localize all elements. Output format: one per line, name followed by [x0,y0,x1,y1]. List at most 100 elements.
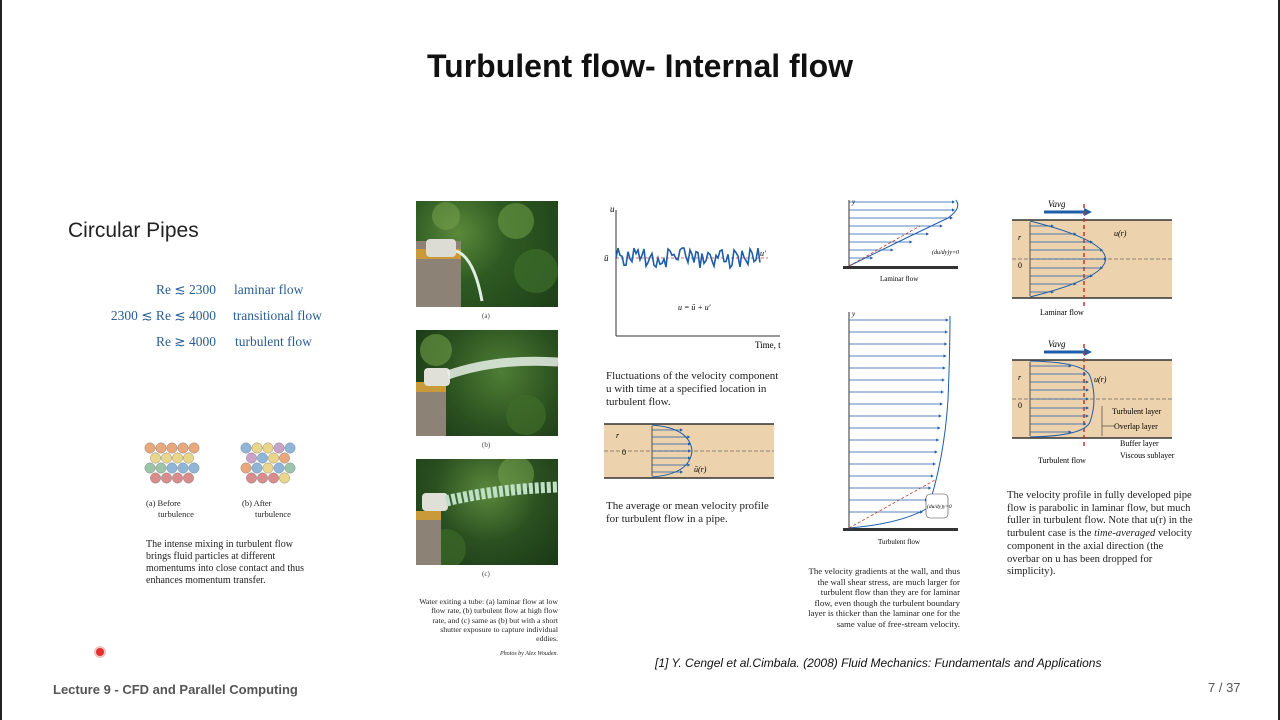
re-condition-transitional: 2300 ≲ Re ≲ 4000 [110,308,216,323]
particle [188,442,200,454]
arrowhead [1089,240,1093,244]
arrowhead [1085,380,1089,384]
particle [251,442,263,454]
particle [273,462,285,474]
photo-label-b: (b) [482,441,491,449]
mean-profile-curve [651,424,693,478]
fluct-label-ubar: ū [604,253,609,263]
arrowhead [890,248,894,252]
arrowhead [952,200,955,204]
page-number: 7 / 37 [1208,680,1241,695]
particle [155,442,167,454]
arrowhead [680,470,684,474]
particle [144,462,156,474]
arrowhead [939,224,943,228]
mean-profile-caption: The average or mean velocity profile for… [606,500,769,526]
arrowhead [1086,397,1089,401]
arrowhead [936,438,940,442]
arrowhead [937,426,941,430]
layer-viscous: Viscous sublayer [1120,451,1175,460]
fluct-label-u: u [610,204,615,214]
turbulent-profile-curve [848,315,951,529]
turb-pipe-zero: 0 [1018,401,1022,410]
arrowhead [1085,388,1089,392]
turb-vavg-label: Vavg [1048,339,1066,349]
arrowhead [1068,364,1072,368]
turbulent-pipe-arrows [1030,364,1089,434]
arrowhead [939,402,943,406]
photos-caption: Water exiting a tube: (a) laminar flow a… [419,597,558,644]
arrowhead [909,240,913,244]
turb-label: Turbulent flow [878,538,921,546]
particle [161,452,172,464]
fluct-equation: u = ū + u′ [678,303,711,312]
pipe-laminar-profile: Vavg r 0 u(r) Laminar flow [1012,199,1172,317]
lam-pipe-ur-label: u(r) [1114,229,1127,238]
arrowhead [926,232,930,236]
wall-gradient-caption: The velocity gradients at the wall, and … [808,566,960,629]
lam-label: Laminar flow [880,275,919,283]
photo-turbulent-eddies [416,459,558,565]
arrowhead [870,256,874,260]
turb-pipe-label: Turbulent flow [1038,456,1086,465]
arrowhead [928,486,932,490]
pipe-turbulent-profile: Vavg r 0 u(r) Turbulent layer Overlap la… [1012,339,1175,465]
arrowhead [687,463,691,467]
layer-turbulent: Turbulent layer [1112,407,1162,416]
particle [279,472,290,484]
slide-left-border [0,0,2,720]
turb-pipe-ur-label: u(r) [1094,375,1107,384]
arrowhead [688,449,691,453]
slide-right-border [1278,0,1280,720]
arrowhead [1085,406,1089,410]
laminar-pipe-curve [1029,220,1106,298]
arrowhead [952,208,955,212]
particle [246,452,257,464]
turbulent-pipe-curve [1029,360,1095,438]
particle [183,472,194,484]
particle-mixing-figure [144,442,296,484]
mixing-label-a: (a) Before [146,498,181,508]
pipe-caption-italic: time-averaged [1094,528,1156,540]
arrowhead [944,330,948,334]
arrowhead [1089,274,1093,278]
particle [262,442,274,454]
pipe-caption-part1: The velocity profile in fully developed … [1007,490,1193,540]
particles-after [240,442,296,484]
arrowhead [687,435,691,439]
lam-pipe-r-label: r [1018,233,1022,242]
mixing-label-b2: turbulence [255,509,291,519]
re-condition-laminar: Re ≲ 2300 [155,282,216,297]
re-condition-turbulent: Re ≳ 4000 [155,334,216,349]
particle [251,462,263,474]
arrowhead [1083,422,1087,426]
slide-title: Turbulent flow- Internal flow [426,48,854,84]
turb-pipe-r-label: r [1018,373,1022,382]
mean-zero-label: 0 [622,448,626,457]
particle [155,462,167,474]
arrowhead [942,366,946,370]
laminar-profile-curve [848,199,959,267]
turb-deriv-label: (du/dy)y=0 [927,503,952,510]
velocity-fluctuation-plot: u ū u′ u = ū + u′ Time, t [604,204,781,350]
particles-before [144,442,200,484]
fluct-label-uprime: u′ [760,249,766,258]
particle [166,442,178,454]
layer-overlap: Overlap layer [1114,422,1158,431]
arrowhead [950,216,954,220]
pipe-caption-part2: velocity component in the axial directio… [1007,528,1193,578]
laminar-wall-gradient: y (du/dy)y=0 Laminar flow [843,198,959,283]
particle [262,462,274,474]
lam-vavg-label: Vavg [1048,199,1066,209]
particle [246,472,257,484]
particle [144,442,156,454]
turbulent-wall-gradient: y (du/dy)y=0 Turbulent flow [843,310,958,546]
particle [166,462,178,474]
particle [188,462,200,474]
section-heading: Circular Pipes [68,219,199,242]
particle [257,452,268,464]
arrowhead [1085,414,1089,418]
particle [161,472,172,484]
particle [284,462,296,474]
